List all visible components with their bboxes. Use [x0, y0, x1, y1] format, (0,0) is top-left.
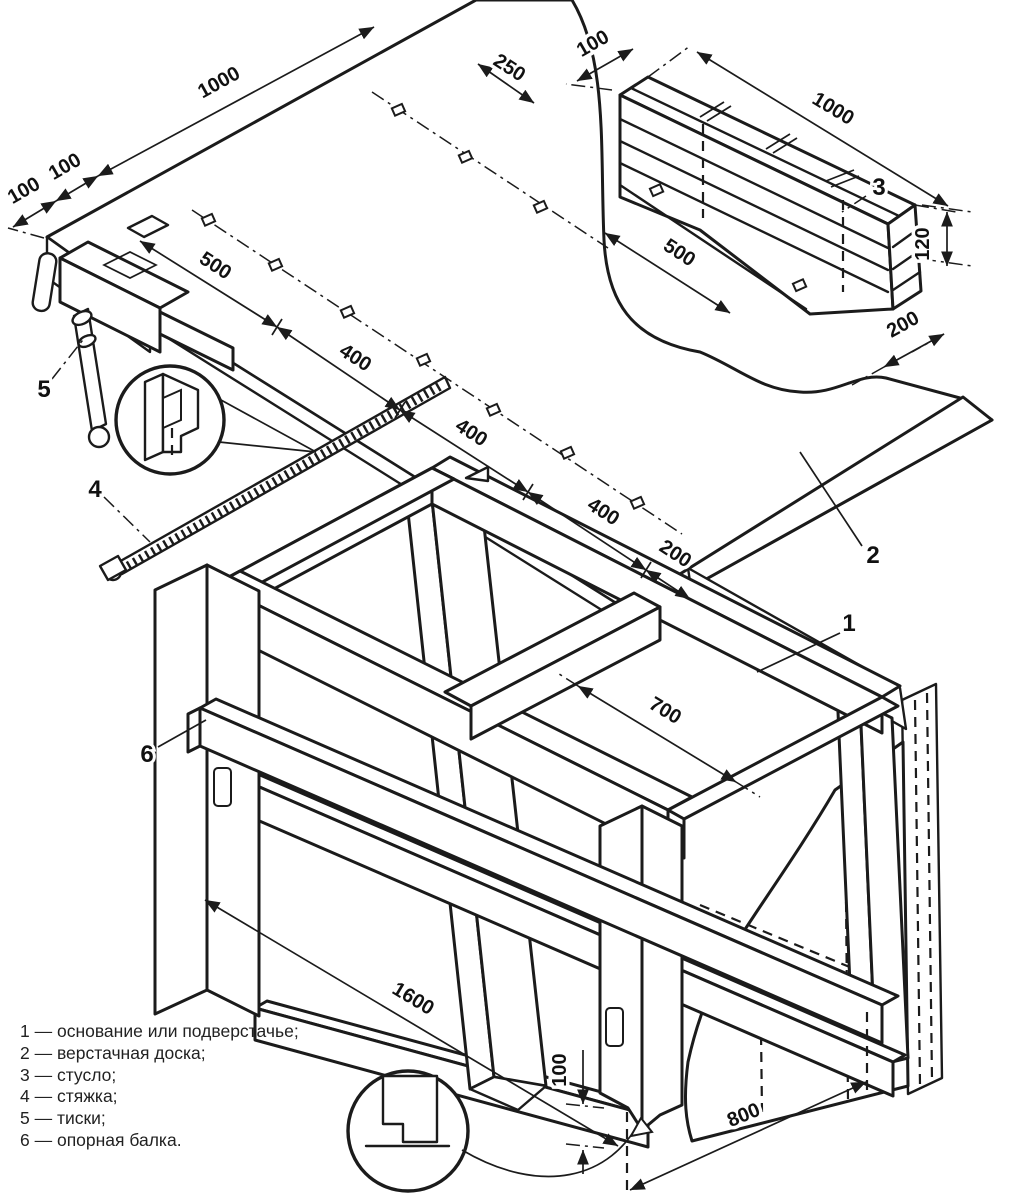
support-beam-end — [186, 706, 202, 754]
leg-front-left-mortise — [213, 767, 232, 807]
leader-part-6 — [157, 719, 207, 748]
leader-part-2 — [799, 451, 863, 547]
dim-line-slab-100a — [55, 175, 99, 202]
joint-post — [143, 372, 165, 462]
legend-item-6: 6 — опорная балка. — [20, 1130, 182, 1150]
tie-rod-head — [98, 554, 128, 582]
miterbox-hidden-lines — [701, 124, 845, 292]
legend: 1 — основание или подверстачье; 2 — верс… — [20, 1021, 299, 1150]
ext-miter-200b — [911, 333, 945, 353]
leg-front-right-mortise — [605, 1007, 624, 1047]
dim-line-700 — [577, 685, 737, 783]
foot-leader-curve — [461, 1117, 642, 1178]
narrow-panel-hidden-lines — [913, 692, 934, 1086]
dim-line-miter-500 — [604, 232, 731, 314]
vise-screw-collar-2 — [77, 333, 97, 349]
vise-handle — [31, 252, 58, 313]
joint-notch — [162, 388, 182, 430]
ext-700b — [735, 781, 761, 798]
dim-line-slab-1000 — [97, 26, 375, 177]
leg-front-right-front — [640, 804, 684, 1132]
leader-part-1 — [756, 632, 841, 673]
legend-item-2: 2 — верстачная доска; — [20, 1043, 206, 1063]
ext-miter-1000b — [914, 204, 957, 213]
part-labels: 1 2 3 4 5 6 — [34, 171, 888, 771]
leg-front-left-side — [153, 563, 209, 1016]
vise-block-front — [58, 256, 162, 354]
dim-foot-100: 100 — [549, 1053, 571, 1086]
miterbox-end-face — [886, 203, 923, 311]
label-part-4: 4 — [88, 476, 102, 503]
ext-foot-a — [565, 1103, 605, 1109]
ext-miter-120b — [921, 258, 973, 267]
chain-ticks — [271, 318, 652, 579]
dim-line-miter-100 — [576, 48, 634, 82]
hole-row-centerline-a — [371, 91, 609, 249]
label-part-3: 3 — [872, 174, 885, 201]
leader-part-5 — [51, 335, 87, 380]
miterbox-holes — [648, 182, 808, 293]
joint-leader-1 — [220, 399, 317, 453]
dim-line-slab-100b — [12, 200, 57, 228]
tie-rod-thread — [125, 381, 445, 570]
label-part-6: 6 — [140, 741, 153, 768]
ext-miter-200a — [851, 366, 885, 386]
ext-miter-100 — [565, 83, 613, 91]
leg-front-right-side — [598, 804, 644, 1132]
legend-item-1: 1 — основание или подверстачье; — [20, 1021, 299, 1041]
dim-line-1600 — [204, 899, 619, 1147]
detail-circle-joint — [114, 364, 317, 476]
legend-item-3: 3 — стусло; — [20, 1065, 116, 1085]
middle-rail-front — [469, 605, 662, 741]
ext-700a — [555, 671, 579, 687]
ext-miter-1000a — [647, 45, 691, 78]
dim-line-miter-1000 — [696, 51, 949, 207]
benchtop-end-tenon — [126, 214, 170, 239]
dim-line-800 — [629, 1081, 867, 1191]
hole-row-centerline-b — [191, 209, 683, 535]
legend-item-5: 5 — тиски; — [20, 1108, 106, 1128]
vise-screw-collar-1 — [71, 309, 93, 327]
label-part-5: 5 — [37, 376, 50, 403]
tie-rod — [98, 375, 452, 582]
joint-leader-2 — [218, 441, 317, 453]
label-part-2: 2 — [866, 542, 879, 569]
vise-screw-knob — [87, 425, 111, 449]
leader-part-3 — [841, 195, 867, 213]
ext-line-west — [7, 227, 45, 239]
legend-item-4: 4 — стяжка; — [20, 1086, 118, 1106]
ext-miter-120a — [921, 204, 973, 213]
label-part-1: 1 — [842, 610, 855, 637]
vise — [31, 240, 235, 449]
dim-line-250 — [477, 63, 535, 104]
dim-miter-120: 120 — [912, 227, 934, 260]
ext-foot-b — [565, 1143, 605, 1149]
leader-part-4 — [103, 496, 151, 543]
